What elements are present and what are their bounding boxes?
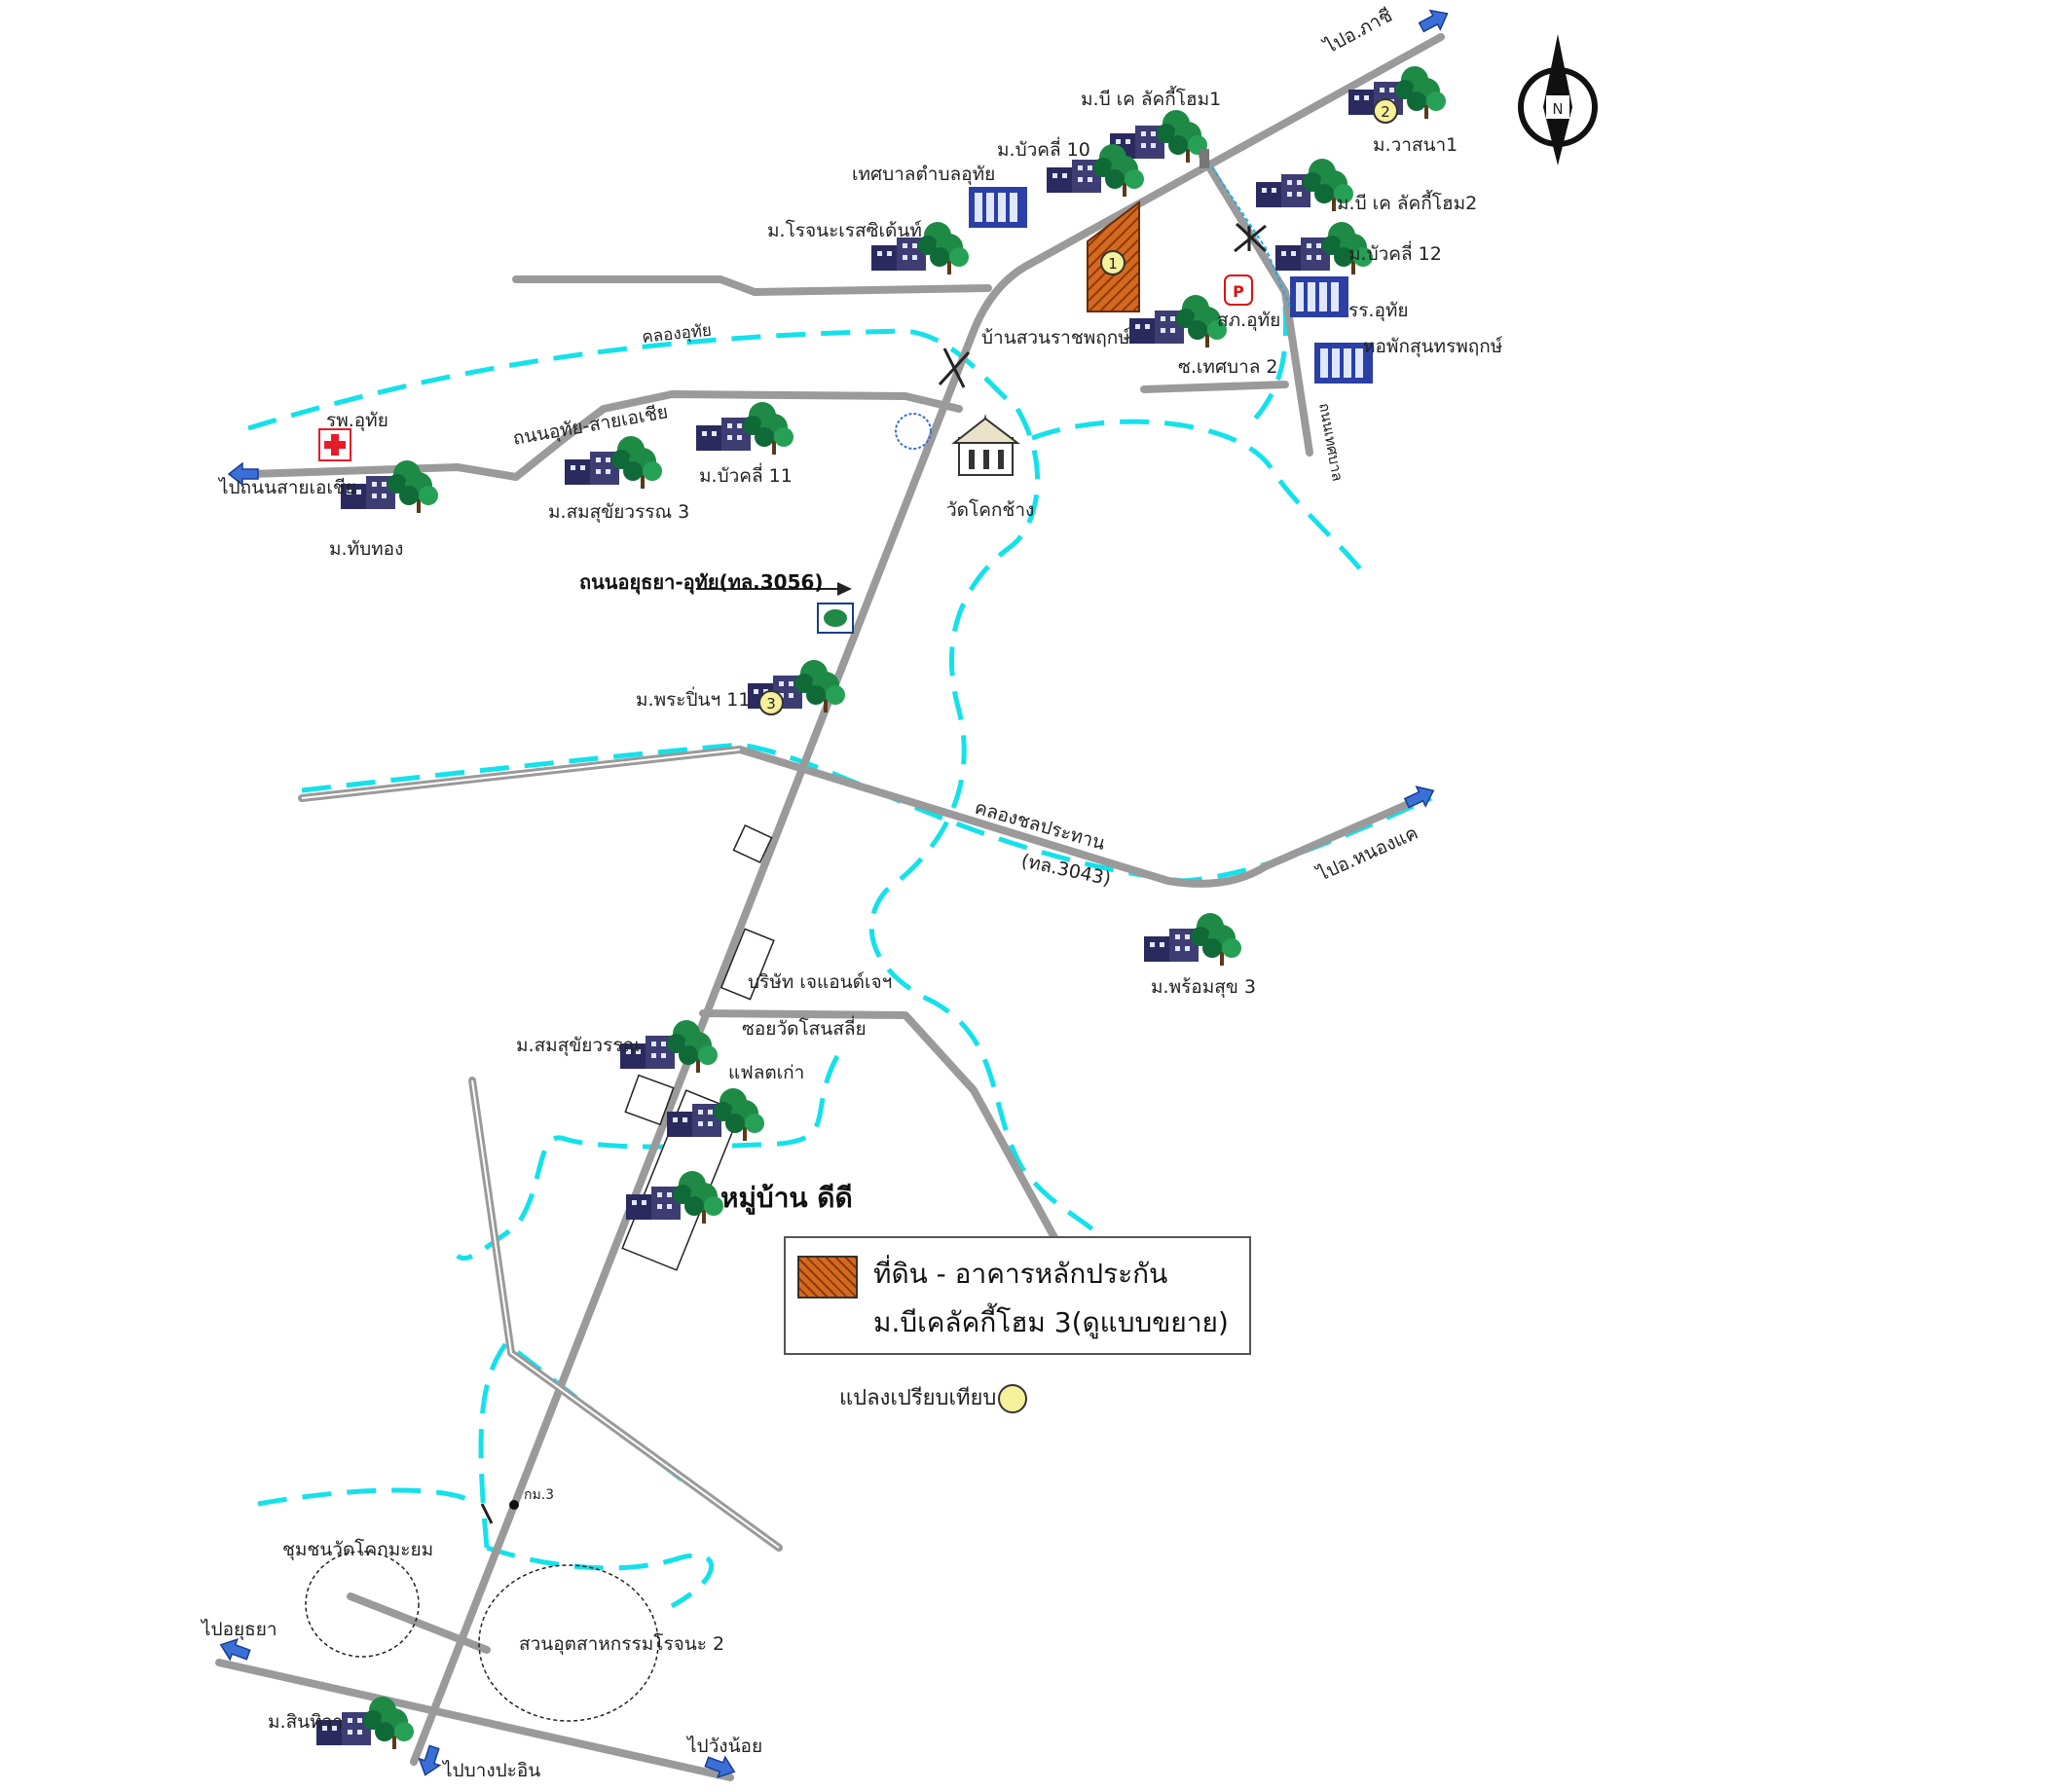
label-uthai-school: รร.อุทัย — [1348, 300, 1409, 322]
label-rojana-residence: ม.โรจนะเรสซิเด้นท์ — [767, 219, 922, 241]
comparison-label: แปลงเปรียบเทียบ — [839, 1386, 997, 1410]
label-municipal-road: ถนนเทศบาล — [1315, 402, 1347, 483]
village-icon — [1144, 913, 1241, 966]
km-post-icon — [509, 1500, 519, 1510]
label-bk-lucky-home-2: ม.บี เค ลัคกี้โฮม2 — [1337, 190, 1477, 214]
industrial-zone — [478, 1564, 659, 1722]
label-flat: แฟลตเก่า — [728, 1062, 804, 1083]
road-network — [215, 33, 1445, 1781]
label-uthai-asia-road: ถนนอุทัย-สายเอเชีย — [511, 401, 670, 451]
school-icon — [1290, 276, 1348, 317]
plot-badge: 1 — [1100, 250, 1126, 275]
label-km3: กม.3 — [524, 1487, 554, 1503]
legend: ที่ดิน - อาคารหลักประกัน ม.บีเคลัคกี้โฮม… — [784, 1236, 1251, 1355]
comparison-dot-icon — [998, 1384, 1028, 1413]
legend-swatch — [797, 1256, 858, 1298]
label-dormitory: หอพักสุนทรพฤกษ์ — [1363, 336, 1503, 358]
hospital-icon — [318, 428, 351, 461]
village-icon — [696, 402, 794, 455]
label-soi-wat-sano: ซอยวัดโสนสลี่ย — [742, 1015, 867, 1040]
direction-phachi: ไปอ.ภาชี — [1319, 5, 1396, 59]
direction-asia-road: ไปถนนสายเอเชีย — [217, 477, 356, 498]
label-bua-khli-12: ม.บัวคลี่ 12 — [1348, 240, 1442, 265]
direction-ayutthaya: ไปอยุธยา — [200, 1619, 277, 1641]
label-pruksa-11: ม.พระปิ่นฯ 11 — [636, 686, 750, 711]
label-mooban-didi: หมู่บ้าน ดีดี — [720, 1182, 853, 1215]
label-bua-khli-10: ม.บัวคลี่ 10 — [997, 136, 1090, 161]
highway-3056-arrow — [696, 582, 852, 596]
svg-text:P: P — [1233, 282, 1244, 301]
svg-text:3: 3 — [766, 695, 776, 713]
municipality-building-icon — [969, 187, 1027, 228]
label-somsuk-3: ม.สมสุขัยวรรณ 3 — [548, 501, 689, 524]
label-wat-khok-community: ชุมชนวัดโคกมะยม — [282, 1538, 433, 1561]
legend-text: ที่ดิน - อาคารหลักประกัน ม.บีเคลัคกี้โฮม… — [873, 1250, 1229, 1347]
label-company: บริษัท เจแอนด์เจฯ — [748, 971, 892, 993]
svg-text:2: 2 — [1381, 103, 1390, 121]
bridge-icon — [480, 222, 1268, 1524]
label-bua-khli-11: ม.บัวคลี่ 11 — [699, 462, 793, 487]
label-ban-suan: บ้านสวนราชพฤกษ์ — [981, 327, 1130, 348]
comparison-legend: แปลงเปรียบเทียบ — [839, 1380, 1028, 1414]
police-icon: P — [1224, 274, 1253, 306]
community-zone — [305, 1551, 420, 1658]
road-inner-lines — [301, 749, 780, 1549]
legend-line-1: ที่ดิน - อาคารหลักประกัน — [873, 1258, 1168, 1290]
temple-icon — [951, 414, 1020, 476]
label-wassana-1: ม.วาสนา1 — [1373, 134, 1458, 156]
direction-wang-noi: ไปวังน้อย — [685, 1736, 762, 1757]
label-municipal-soi-2: ซ.เทศบาล 2 — [1178, 356, 1278, 378]
pruksa-badge: 3 — [758, 690, 784, 715]
village-icon — [1129, 295, 1227, 347]
label-rojana-industrial: สวนอุตสาหกรรมโรจนะ 2 — [519, 1632, 724, 1656]
label-thap-thong: ม.ทับทอง — [329, 538, 403, 560]
label-uthai-police: สภ.อุทัย — [1217, 310, 1280, 332]
label-sinthawa: ม.สินทิวา — [268, 1711, 343, 1733]
label-uthai-hospital: รพ.อุทัย — [326, 410, 388, 432]
label-wat-khok-chang: วัดโคกช้าง — [946, 498, 1034, 521]
village-icon — [565, 436, 662, 489]
municipal-path — [1203, 155, 1291, 308]
svg-text:N: N — [1552, 100, 1563, 118]
village-icon — [667, 1088, 764, 1141]
label-phrom-suk-3: ม.พร้อมสุข 3 — [1151, 976, 1256, 999]
direction-bang-pa-in: ไปบางปะอิน — [441, 1760, 540, 1781]
label-somsuk: ม.สมสุขัยวรรณ — [516, 1035, 640, 1057]
svg-text:1: 1 — [1108, 255, 1118, 273]
emblem-icon — [895, 413, 932, 450]
label-uthai-municipality: เทศบาลตำบลอุทัย — [852, 164, 995, 186]
legend-line-2: ม.บีเคลัคกี้โฮม 3(ดูแบบขยาย) — [873, 1306, 1229, 1338]
north-arrow-icon: N — [1518, 34, 1598, 165]
route-sign-icon — [817, 603, 854, 634]
tower-icon — [1200, 149, 1209, 168]
direction-nong-khae: ไปอ.หนองแค — [1312, 823, 1421, 887]
arrow-icon — [1416, 3, 1454, 38]
wassana-badge: 2 — [1373, 98, 1398, 124]
label-ayutthaya-uthai-road: ถนนอยุธยา-อุทัย(ทล.3056) — [579, 570, 824, 595]
label-bk-lucky-home-1: ม.บี เค ลัคกี้โฮม1 — [1081, 86, 1221, 110]
